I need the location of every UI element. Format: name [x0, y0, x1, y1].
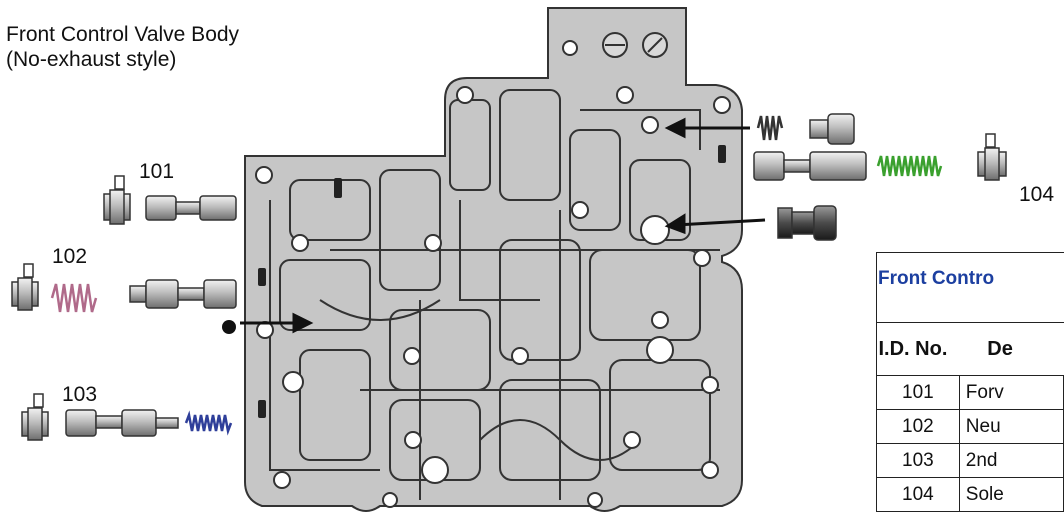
- diagram-title: Front Control Valve Body (No-exhaust sty…: [6, 22, 239, 72]
- part-103-valve-assembly: [21, 393, 233, 441]
- row-id: 104: [876, 477, 960, 512]
- col-header-desc: De: [959, 322, 1064, 376]
- row-id: 102: [876, 409, 960, 444]
- part-101-valve-assembly: [103, 175, 237, 225]
- valve-body-plate: [244, 7, 743, 512]
- label-101: 101: [139, 160, 175, 183]
- row-desc: 2nd: [958, 443, 1064, 478]
- parts-table: I.D. No. De 101 Forv 102 Neu 103 2nd 104…: [876, 322, 1064, 512]
- row-id: 101: [876, 375, 960, 410]
- title-line-2: (No-exhaust style): [6, 48, 177, 71]
- label-104: 104: [1019, 183, 1055, 206]
- row-desc: Sole: [958, 477, 1064, 512]
- row-desc: Neu: [958, 409, 1064, 444]
- label-102: 102: [52, 245, 88, 268]
- col-header-id: I.D. No.: [876, 322, 960, 376]
- insertion-arrows: [240, 117, 766, 334]
- table-header-row: I.D. No. De: [876, 322, 1064, 376]
- table-row: 101 Forv: [876, 375, 1064, 410]
- title-line-1: Front Control Valve Body: [6, 23, 240, 46]
- table-row: 104 Sole: [876, 477, 1064, 512]
- label-103: 103: [62, 383, 98, 406]
- row-id: 103: [876, 443, 960, 478]
- row-desc: Forv: [958, 375, 1064, 410]
- table-title: Front Contro: [878, 268, 995, 289]
- check-ball: [222, 320, 236, 334]
- table-row: 103 2nd: [876, 443, 1064, 478]
- table-row: 102 Neu: [876, 409, 1064, 444]
- part-104-valve-assembly: [753, 113, 1007, 241]
- part-102-valve-assembly: [11, 263, 237, 313]
